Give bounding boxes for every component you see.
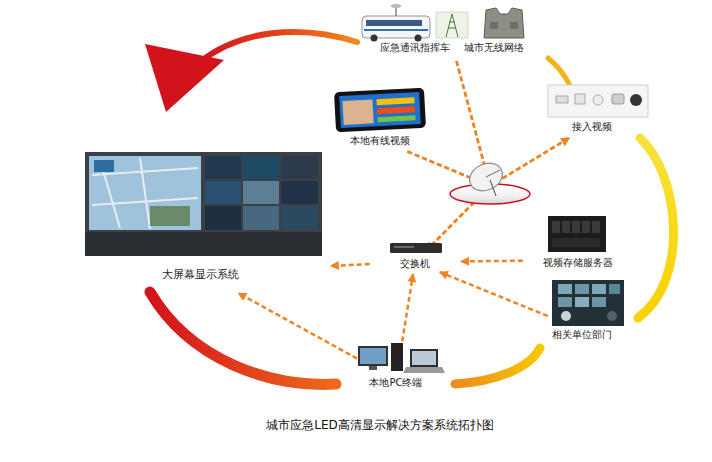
pc-terminal (358, 343, 445, 373)
platform-top (523, 315, 642, 344)
dashed-arrow (440, 272, 548, 316)
node-label: 接入视频 (572, 121, 612, 133)
cycle-arc (145, 32, 674, 384)
arc-bottom (150, 292, 336, 384)
dashed-arrow (457, 61, 570, 186)
platform-top (523, 249, 633, 270)
department-photo (552, 280, 624, 326)
platform-top (347, 29, 556, 58)
tactical-vest (484, 8, 524, 38)
platform-node: 交换机 (369, 250, 461, 274)
camera-devices (548, 85, 648, 117)
platform-rim (323, 130, 438, 153)
node-label: 本地PC终端 (369, 377, 422, 389)
platform-node: 本地有线视频 (322, 127, 438, 153)
platform-rim (370, 253, 461, 274)
label-row: 交换机 (369, 258, 461, 270)
dashed-arrow (331, 264, 370, 266)
platform-ellipse (347, 27, 557, 61)
node-label: 城市无线网络 (464, 42, 524, 54)
platform-node: 本地PC终端 (334, 365, 458, 395)
video-wall (85, 152, 322, 256)
arc-top (200, 32, 357, 62)
dashed-arrow (427, 61, 491, 250)
label-row: 本地有线视频 (322, 135, 438, 147)
platform-top (65, 252, 336, 291)
label-row: 应急通讯指挥车 城市无线网络 (347, 42, 557, 54)
platform-rim (335, 368, 458, 395)
network-switch (390, 243, 442, 253)
platform-rim (65, 253, 336, 294)
dashed-arrow (461, 259, 523, 262)
platform-top (370, 252, 461, 271)
platform-node: 相关单位部门 (522, 313, 642, 347)
platform-node: 大屏幕显示系统 (64, 250, 336, 294)
label-row: 大屏幕显示系统 (64, 268, 336, 281)
platform-top (335, 367, 458, 392)
label-row: 接入视频 (532, 121, 652, 133)
wired-video-screen (334, 88, 426, 133)
node-label: 本地有线视频 (350, 135, 410, 147)
platform-rim (523, 250, 633, 273)
arc-lower-right (455, 348, 540, 384)
platform-top (533, 111, 652, 136)
caption: 城市应急LED高清显示解决方案系统拓扑图 (200, 418, 560, 434)
node-label: 应急通讯指挥车 (380, 42, 450, 54)
label-row: 视频存储服务器 (523, 257, 634, 269)
big-arrowhead (145, 44, 224, 112)
platform-rim (347, 30, 556, 61)
platform-rim (523, 316, 642, 347)
label-row: 相关单位部门 (522, 329, 642, 341)
label-row: 本地PC终端 (334, 377, 458, 389)
satellite-dish (450, 158, 530, 204)
arc-right (638, 138, 674, 318)
command-vehicle (362, 4, 430, 42)
node-label: 交换机 (400, 258, 430, 270)
dashed-arrow (238, 293, 371, 366)
node-label: 大屏幕显示系统 (162, 268, 239, 281)
platform-node: 应急通讯指挥车 城市无线网络 (347, 27, 557, 61)
platform-rim (533, 112, 652, 139)
platform-top (323, 129, 438, 150)
wireless-tower (436, 12, 468, 38)
node-label: 相关单位部门 (552, 329, 612, 341)
node-label: 视频存储服务器 (543, 257, 613, 269)
storage-server (548, 216, 606, 252)
platform-node: 接入视频 (532, 109, 652, 139)
platform-node: 视频存储服务器 (523, 247, 634, 273)
